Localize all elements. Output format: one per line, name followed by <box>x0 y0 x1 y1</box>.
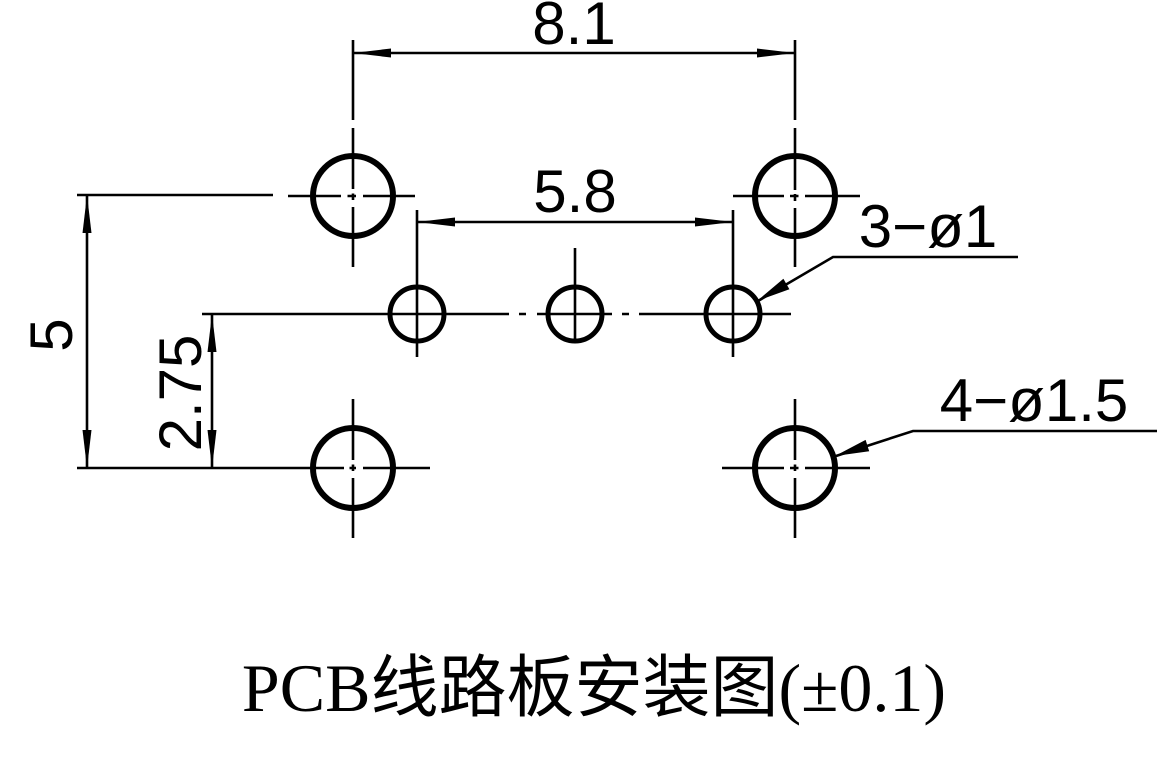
leader-large-holes: 4−ø1.5 <box>835 367 1157 458</box>
dimension-value-outer-width: 8.1 <box>532 0 615 57</box>
dimension-outer-height: 5 <box>18 193 430 470</box>
leader-small-holes: 3−ø1 <box>757 193 1018 303</box>
centerlines <box>202 40 870 538</box>
leader-arrowhead <box>835 439 870 456</box>
arrowhead-left <box>353 48 391 58</box>
dimension-value-outer-height: 5 <box>18 318 85 351</box>
drawing-title: PCB线路板安装图(±0.1) <box>242 650 946 726</box>
arrowhead-bottom <box>207 430 217 468</box>
leader-arrowhead <box>757 278 790 301</box>
label-small-holes: 3−ø1 <box>859 193 997 260</box>
leader-line <box>757 255 1018 303</box>
arrowhead-right <box>757 48 795 58</box>
dimension-value-inner-height: 2.75 <box>147 335 214 452</box>
dimension-inner-width: 5.8 <box>417 158 733 227</box>
dimension-value-inner-width: 5.8 <box>533 158 616 225</box>
arrowhead-right <box>695 217 733 227</box>
dimension-outer-width: 8.1 <box>353 0 795 58</box>
arrowhead-left <box>417 217 455 227</box>
dimension-inner-height: 2.75 <box>147 314 217 468</box>
arrowhead-top <box>82 195 92 233</box>
label-large-holes: 4−ø1.5 <box>940 367 1128 434</box>
leader-line <box>835 429 1157 458</box>
arrowhead-bottom <box>82 430 92 468</box>
arrowhead-top <box>207 314 217 352</box>
